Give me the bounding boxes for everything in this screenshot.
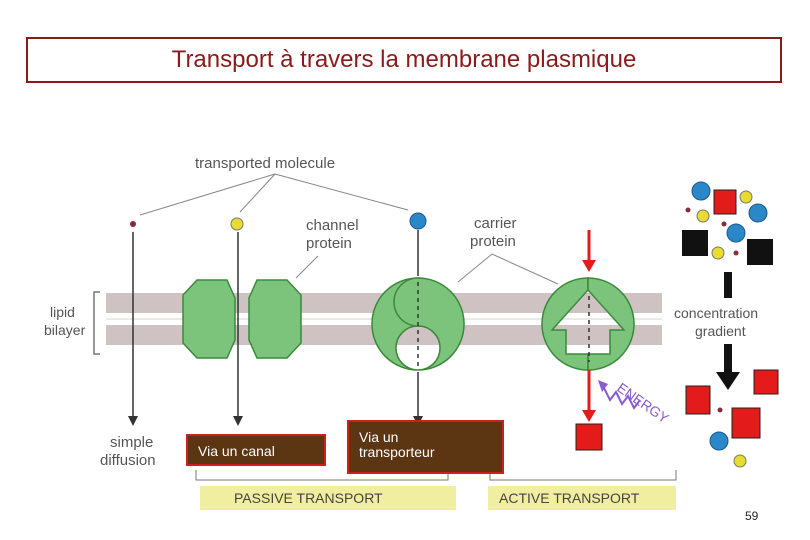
via-transporteur-box: Via un transporteur [347, 420, 504, 474]
transported-molecule-label: transported molecule [195, 155, 335, 172]
gradient-dot-1 [685, 207, 691, 213]
gradient-red-square-3 [685, 385, 711, 415]
transported-square-out [575, 423, 603, 451]
gradient-yellow-2 [739, 190, 753, 204]
gradient-yellow-4 [733, 454, 747, 468]
yellow-molecule [230, 217, 244, 231]
lipid-bilayer-label-2: bilayer [44, 322, 86, 338]
simple-diffusion-label-2: diffusion [100, 452, 156, 469]
gradient-yellow-1 [696, 209, 710, 223]
gradient-dot-2 [733, 250, 739, 256]
title-frame: Transport à travers la membrane plasmiqu… [26, 37, 782, 83]
page-title: Transport à travers la membrane plasmiqu… [171, 46, 637, 73]
concentration-gradient-label-2: gradient [695, 323, 746, 339]
passive-bracket [195, 470, 449, 481]
page-number: 59 [745, 509, 759, 523]
carrier-pointer-line-1 [457, 253, 493, 283]
via-transporteur-label-2: transporteur [359, 444, 435, 460]
via-transporteur-label-1: Via un [359, 429, 399, 445]
active-transport-band [488, 486, 676, 510]
gradient-red-square-4 [731, 407, 761, 439]
gradient-black-square-1 [682, 230, 708, 256]
energy-arrowhead [598, 380, 608, 392]
small-molecule-dot [130, 221, 136, 227]
channel-pointer-line [295, 255, 319, 279]
channel-protein-right [248, 279, 302, 359]
gradient-arrowhead [716, 372, 740, 390]
simple-diffusion-label-1: simple [110, 434, 153, 451]
energy-squiggle [603, 387, 641, 410]
via-canal-box: Via un canal [186, 434, 326, 466]
pointer-line-2 [239, 173, 276, 213]
gradient-arrow-shaft-top [724, 272, 732, 298]
gradient-blue-1 [691, 181, 711, 201]
active-arrowhead-top [582, 260, 596, 272]
gradient-yellow-3 [711, 246, 725, 260]
channel-arrowhead [233, 416, 243, 426]
pointer-line-1 [139, 173, 276, 216]
pointer-line-3 [274, 173, 409, 211]
carrier-pointer-line-2 [491, 253, 559, 285]
gradient-blue-2 [748, 203, 768, 223]
concentration-gradient-label-1: concentration [674, 305, 758, 321]
gradient-red-square-2 [753, 369, 779, 395]
gradient-blue-4 [709, 431, 729, 451]
active-arrowhead-bottom [582, 410, 596, 422]
passive-transport-band [200, 486, 456, 510]
channel-protein-label-2: protein [306, 235, 352, 252]
diffusion-arrowhead [128, 416, 138, 426]
active-bracket [489, 470, 677, 481]
via-canal-label: Via un canal [198, 443, 275, 459]
passive-transport-label: PASSIVE TRANSPORT [234, 490, 383, 506]
channel-protein-label-1: channel [306, 217, 359, 234]
passive-carrier-right [393, 277, 465, 371]
gradient-dot-3 [721, 221, 727, 227]
channel-protein-left [182, 279, 236, 359]
blue-molecule [409, 212, 427, 230]
gradient-arrow-shaft-bottom [724, 344, 732, 372]
lipid-bilayer-label-1: lipid [50, 304, 75, 320]
gradient-blue-3 [726, 223, 746, 243]
gradient-red-square-1 [713, 189, 737, 215]
active-carrier-left [541, 277, 589, 371]
active-transport-label: ACTIVE TRANSPORT [499, 490, 640, 506]
gradient-black-square-2 [747, 239, 773, 265]
carrier-protein-label-2: protein [470, 233, 516, 250]
bilayer-bracket [93, 291, 100, 355]
gradient-dot-4 [717, 407, 723, 413]
active-carrier-right [587, 277, 635, 371]
carrier-protein-label-1: carrier [474, 215, 517, 232]
